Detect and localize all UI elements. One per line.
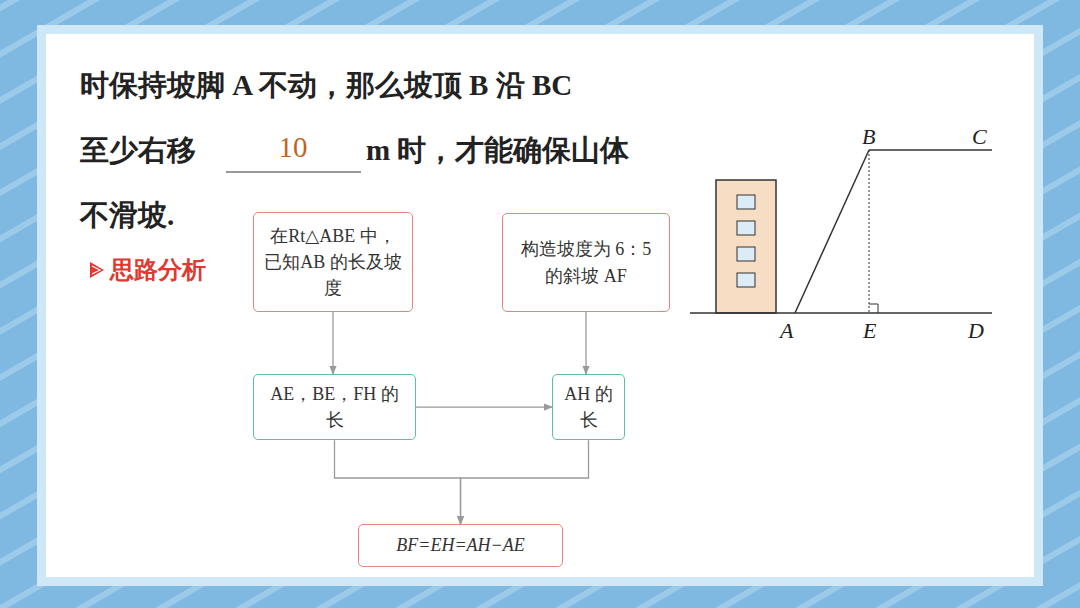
arrow-icon [90,262,104,278]
point-label: C [972,124,987,150]
problem-text: 时保持坡脚 A 不动，那么坡顶 B 沿 BC [80,66,572,106]
flow-connector [461,440,589,524]
construct-box: 构造坡度为 6：5的斜坡 AF [502,213,670,312]
point-label: D [968,318,984,344]
node-text: AH 的长 [563,381,614,433]
node-text: 在Rt△ABE 中，已知AB 的长及坡度 [264,223,402,301]
answer-blank [226,171,361,172]
problem-text: m 时，才能确保山体 [366,131,629,171]
point-label: E [863,318,876,344]
answer-value: 10 [279,131,308,164]
flow-connector [416,406,552,407]
node-text: BF=EH=AH−AE [369,532,552,558]
right-angle-mark [869,304,878,313]
problem-text: 不滑坡. [80,196,174,236]
building [716,180,776,313]
panel-frame [37,25,1043,586]
result-box: AH 的长 [552,374,625,440]
flow-connector [585,312,586,374]
point-label: B [862,124,875,150]
flow-connector [332,312,333,374]
problem-text: 至少右移 [80,131,196,171]
node-text: 构造坡度为 6：5的斜坡 AF [513,236,659,288]
result-box: AE，BE，FH 的长 [253,374,416,440]
section-heading: 思路分析 [110,254,206,286]
point-label: A [780,318,793,344]
flow-connector [335,440,461,524]
given-box: 在Rt△ABE 中，已知AB 的长及坡度 [253,212,413,312]
ground-line [690,312,992,314]
node-text: AE，BE，FH 的长 [264,381,405,433]
slope-ab [795,150,869,313]
height-be [869,150,870,313]
top-bc [869,149,992,151]
conclusion-box: BF=EH=AH−AE [358,524,563,567]
white-panel [46,34,1034,577]
